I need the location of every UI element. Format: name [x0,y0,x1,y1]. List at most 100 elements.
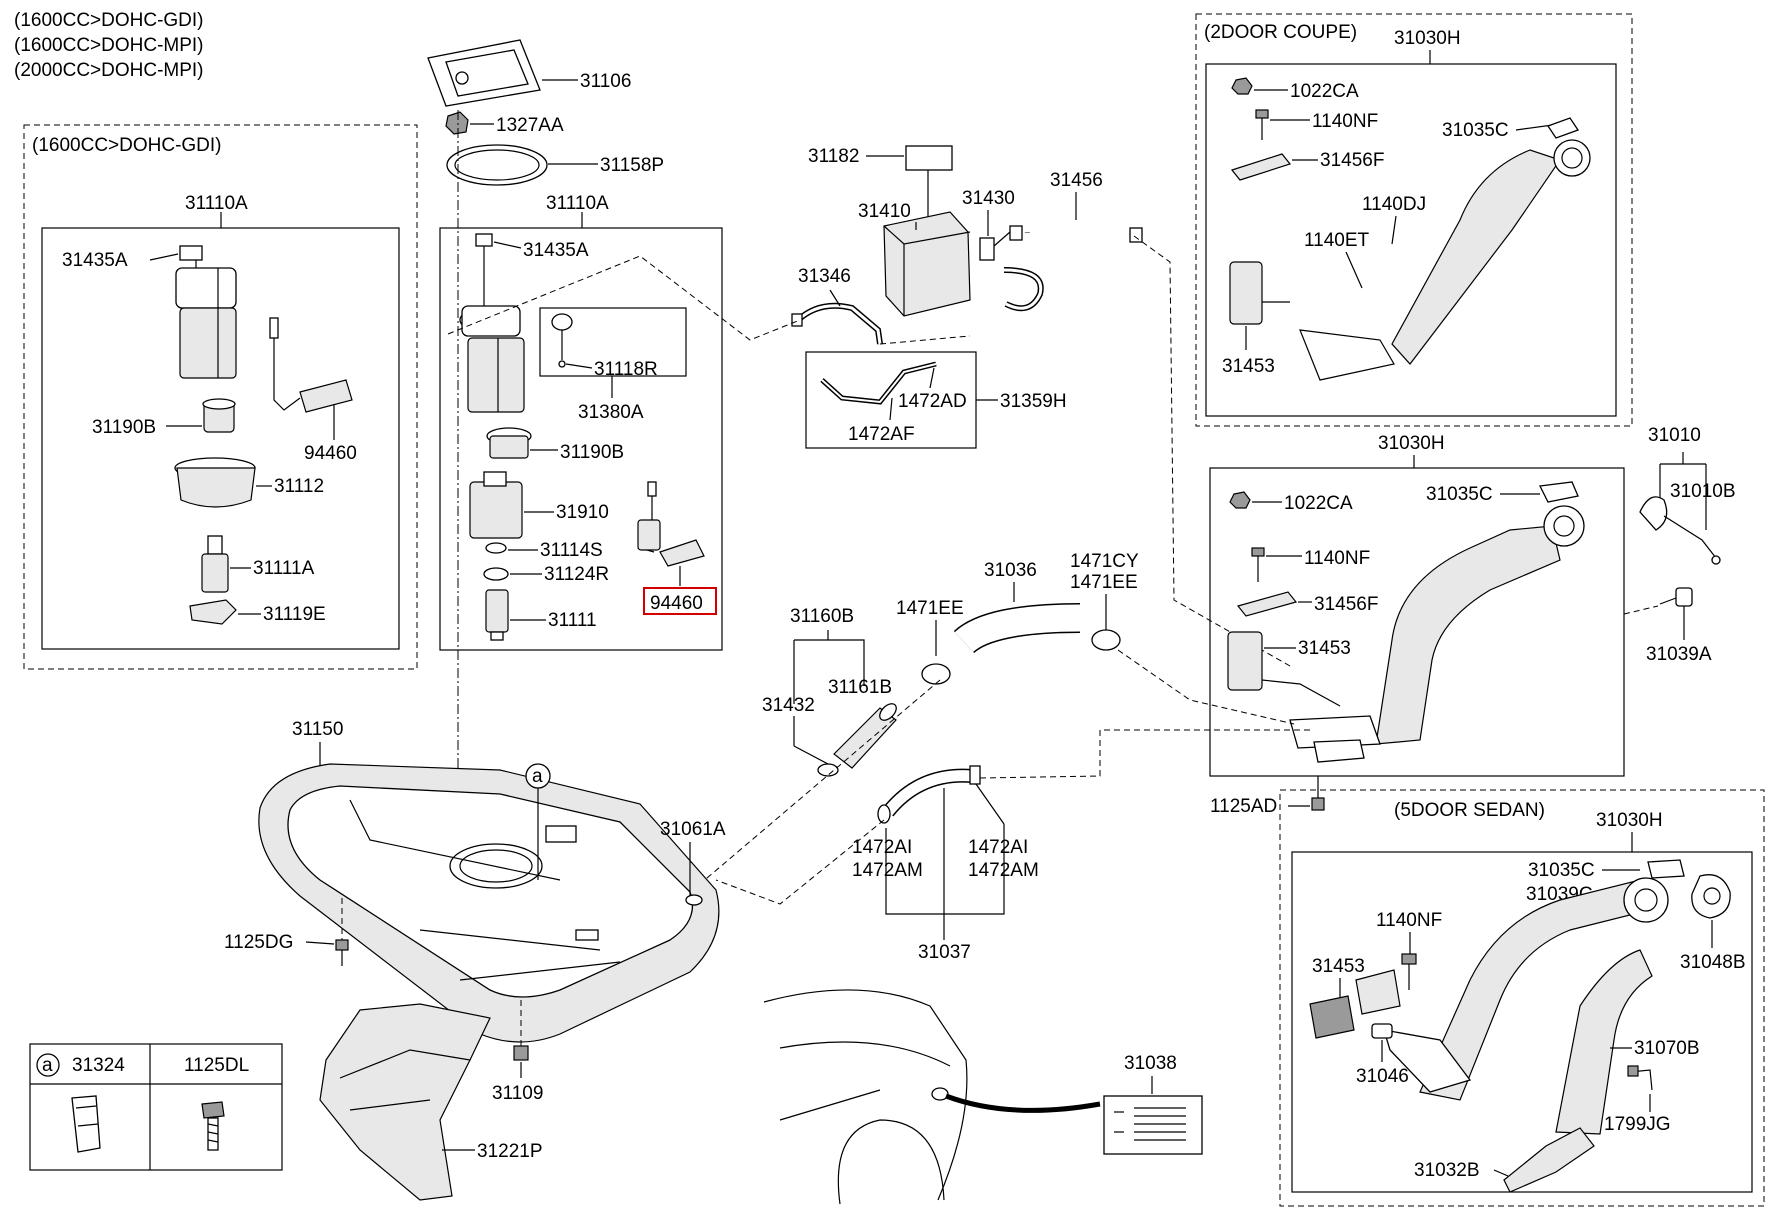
label-1140NF: 1140NF [1304,548,1370,569]
label-31030H: 31030H [1378,433,1445,454]
hose-middle-group: 31160B 31161B 31432 1471EE 31036 1471CY … [699,551,1312,963]
seal-31124R-part [483,567,509,581]
gdi-filter-part [202,398,236,433]
coupe-valve-31453-part [1229,261,1290,325]
label-31112: 31112 [274,476,324,497]
label-31435A: 31435A [523,240,589,261]
label-31030H-coupe: 31030H [1394,28,1461,49]
vehicle-rear-illustration [763,989,968,1205]
label-31046: 31046 [1356,1066,1409,1087]
label-31453-coupe: 31453 [1222,356,1275,377]
hose-31036-part [953,603,1081,654]
label-31182: 31182 [808,146,859,167]
bracket-31032B-part [1503,1127,1595,1193]
label-94460-gdi: 94460 [304,443,357,464]
sedan-valve-31453-part [1309,969,1401,1039]
legend-col1: 31324 [72,1055,125,1076]
legend-box: a 31324 1125DL [29,1043,283,1171]
legend-col2: 1125DL [184,1055,249,1076]
coupe-bracket-31456F-part [1230,153,1292,181]
bolt-31039A-part [1659,587,1693,607]
highlighted-part-frame[interactable] [643,587,717,615]
label-31118R: 31118R [594,359,658,380]
gdi-pump-group: (1600CC>DOHC-GDI) 31110A 31435A 94460 31… [23,124,418,670]
label-31030H-sedan: 31030H [1596,810,1663,831]
reservoir-31910-part [469,471,523,539]
label-1140DJ: 1140DJ [1362,194,1426,215]
label-31456F-coupe: 31456F [1320,150,1384,171]
label-31410: 31410 [858,201,911,222]
label-31035C-coupe: 31035C [1442,120,1509,141]
mpi-pump-module-part [459,233,525,413]
label-31346: 31346 [798,266,851,287]
sender-94460-part [637,481,705,567]
gdi-pump-module-part [175,245,237,379]
gdi-pump-motor-part [201,535,229,593]
label-1472AM-right: 1472AM [968,860,1039,881]
gdi-group-border [23,124,418,670]
label-31038: 31038 [1124,1053,1177,1074]
filler-neck-31030H-part [1289,505,1585,763]
label-31158P: 31158P [600,155,664,176]
mpi-pump-box [439,227,723,651]
coupe-bolt-1140NF-part [1255,109,1269,140]
fuel-label-31038-part [1103,1095,1203,1155]
gdi-group-title: (1600CC>DOHC-GDI) [32,135,222,156]
label-31456: 31456 [1050,170,1103,191]
clamp-1471EE-part [921,663,951,685]
heat-shield-31221P-part [319,1003,491,1201]
engine-variant-list: (1600CC>DOHC-GDI) (1600CC>DOHC-MPI) (200… [14,10,204,81]
label-31150: 31150 [292,719,343,740]
label-31114S: 31114S [540,540,603,561]
label-31221P: 31221P [477,1141,543,1162]
bolt-1140NF-part [1251,547,1265,582]
label-31432: 31432 [762,695,815,716]
nut-1327AA-part [445,111,469,135]
label-31070B: 31070B [1634,1038,1700,1059]
label-1472AM-left: 1472AM [852,860,923,881]
sedan-filler-box [1291,851,1753,1193]
label-31035C-sedan: 31035C [1528,860,1595,881]
filler-neck-box [1209,467,1625,777]
cap-31010-part [1639,452,1721,565]
label-94460-highlighted[interactable]: 94460 [650,593,703,614]
clip-1799JG-part [1627,1065,1653,1091]
label-31010: 31010 [1648,425,1701,446]
clamp-1471CY-part [1091,629,1121,651]
label-31110A: 31110A [546,193,609,214]
label-31160B: 31160B [790,606,854,627]
label-31910: 31910 [556,502,609,523]
label-31111: 31111 [548,610,597,631]
label-1022CA-coupe: 1022CA [1290,81,1359,102]
shield-31070B-part [1555,949,1653,1135]
label-1472AI-left: 1472AI [852,837,912,858]
hose-31037-part [877,765,981,824]
label-31161B: 31161B [828,677,892,698]
coupe-nut-1022CA-part [1231,77,1253,95]
label-31036: 31036 [984,560,1037,581]
mount-31109-part [513,1000,529,1061]
engine-variant-3: (2000CC>DOHC-MPI) [14,60,204,81]
bracket-31456F-part [1236,591,1298,617]
label-1125DG: 1125DG [224,932,293,953]
vapor-canister-group: 31182 31410 31430 31456 31346 [447,145,1291,667]
coupe-filler-box [1205,63,1617,417]
float-31118R-part [551,313,573,368]
label-31109: 31109 [492,1083,543,1104]
sedan-filler-group: (5DOOR SEDAN) 31030H 31035C 31039C 31048… [1279,789,1765,1207]
label-31110A-gdi: 31110A [185,193,248,214]
pump-motor-31111-part [485,589,509,641]
label-1471EE: 1471EE [896,598,964,619]
mpi-pump-group: 31110A 31435A 31118R 31380A 31190B [439,193,723,651]
connector-31046-part [1371,1023,1393,1039]
label-31048B: 31048B [1680,952,1746,973]
label-1125AD: 1125AD [1210,796,1277,817]
label-1472AF: 1472AF [848,424,915,445]
level-sender-box [539,307,687,377]
label-31111A: 31111A [253,558,315,579]
label-31453-sedan: 31453 [1312,956,1365,977]
label-31456F: 31456F [1314,594,1378,615]
bolt-1125DL-part [201,1101,225,1151]
bolt-1125AD-part [1311,776,1325,811]
filler-hose-31161B-part [833,703,897,769]
